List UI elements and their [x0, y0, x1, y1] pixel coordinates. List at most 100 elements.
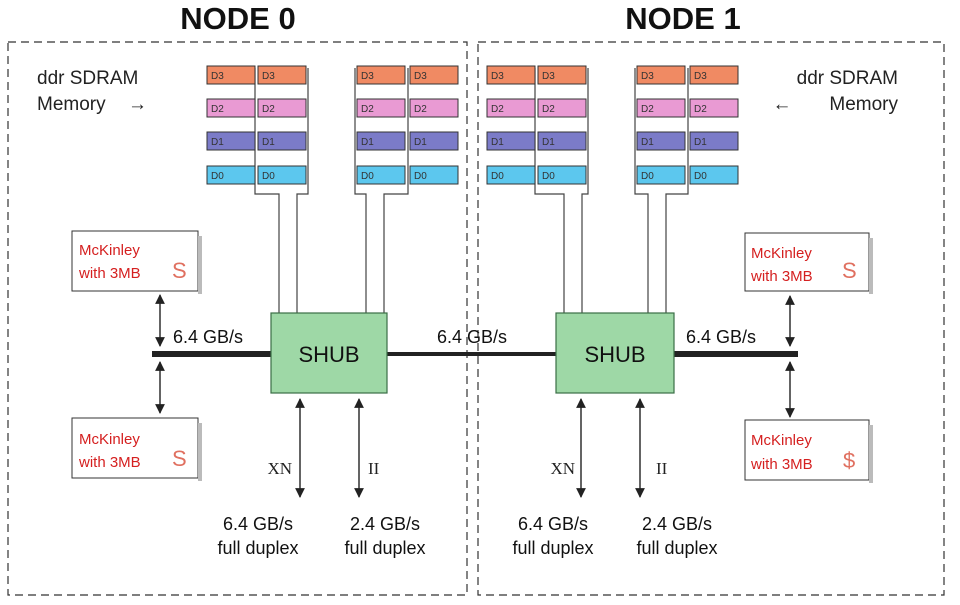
- node-1-dimm-2-d2-label: D2: [641, 104, 654, 115]
- node-0-dimm-3-d2: [409, 98, 459, 118]
- node-0-cpu-0-cache-symbol: S: [172, 258, 187, 283]
- node-0-dimm-2-d3: [356, 65, 406, 85]
- node-0-dimm-2-d2: [356, 98, 406, 118]
- node-0-dimm-0-d0-label: D0: [211, 171, 224, 182]
- node-0-ii-port-mode: full duplex: [344, 538, 425, 558]
- node-1-dimm-2-d3: [636, 65, 686, 85]
- node-0-memory-label-line2: Memory: [37, 94, 106, 115]
- node-1-cpu-1-line2: with 3MB: [750, 456, 813, 473]
- node-1-dimm-1-d3: [537, 65, 587, 85]
- node-1-boundary: [477, 41, 945, 596]
- node-1-dimm-1-d1: [537, 131, 587, 151]
- node-1-ii-port-mode: full duplex: [636, 538, 717, 558]
- node-0-dimm-2-d1: [356, 131, 406, 151]
- node-1-dimm-2-d0: [636, 165, 686, 185]
- node-0-dimm-1-d3: [257, 65, 307, 85]
- node-1-dimm-0-d2: [486, 98, 536, 118]
- node-1-dimm-0-d2-label: D2: [491, 104, 504, 115]
- node-1-dimm-2-d1-label: D1: [641, 137, 654, 148]
- node-1-dimm-2-d1: [636, 131, 686, 151]
- node-0-dimm-2-d3-label: D3: [361, 71, 374, 82]
- node-0-dimm-2-d1-label: D1: [361, 137, 374, 148]
- node-1-dimm-0-d0: [486, 165, 536, 185]
- node-1-dimm-0-d0-label: D0: [491, 171, 504, 182]
- node-1-cpu-0-line1: McKinley: [751, 245, 812, 262]
- node-0-dimm-0-d2: [206, 98, 256, 118]
- node-0-dimm-3-d3: [409, 65, 459, 85]
- node-1-dimm-1-d2-label: D2: [542, 104, 555, 115]
- node-1-cpu-bus-bw: 6.4 GB/s: [686, 327, 756, 347]
- node-0-memory-bus: [254, 68, 409, 313]
- node-0-boundary: [7, 41, 468, 596]
- node-1-title: NODE 1: [625, 1, 740, 36]
- node-0-cpu-1-line1: McKinley: [79, 431, 140, 448]
- node-0-dimm-1-d2-label: D2: [262, 104, 275, 115]
- node-0-ii-port-name: II: [368, 459, 380, 478]
- node-0-cpu-1-cache-symbol: S: [172, 446, 187, 471]
- node-1-cpu-0-line2: with 3MB: [750, 268, 813, 285]
- node-1-cpu-0: McKinley with 3MB S: [744, 232, 873, 294]
- node-0-dimm-2-d0: [356, 165, 406, 185]
- node-1-shub: SHUB: [555, 312, 675, 394]
- node-0-xn-port-name: XN: [267, 459, 292, 478]
- node-0-cpu-0-line2: with 3MB: [78, 265, 141, 282]
- node-0-dimm-0-d0: [206, 165, 256, 185]
- node-1-dimm-0-d3: [486, 65, 536, 85]
- node-0-dimm-0-d1-label: D1: [211, 137, 224, 148]
- node-1-memory-bus: [534, 68, 689, 313]
- node-0-shub: SHUB: [270, 312, 388, 394]
- interconnect-bw: 6.4 GB/s: [437, 327, 507, 347]
- node-0-dimm-3-d0: [409, 165, 459, 185]
- node-1-dimm-2-d2: [636, 98, 686, 118]
- node-1-ii-port-bw: 2.4 GB/s: [642, 514, 712, 534]
- node-0-dimm-3-d0-label: D0: [414, 171, 427, 182]
- node-1-cpu-1-cache-symbol: $: [843, 448, 855, 473]
- node-1-dimm-1-d1-label: D1: [542, 137, 555, 148]
- node-1-cpu-1-line1: McKinley: [751, 432, 812, 449]
- node-1-cpu-0-cache-symbol: S: [842, 258, 857, 283]
- node-0-cpu-bus-bw: 6.4 GB/s: [173, 327, 243, 347]
- node-1-dimm-0-d1-label: D1: [491, 137, 504, 148]
- node-0-dimm-3-d2-label: D2: [414, 104, 427, 115]
- node-0-dimm-1-d1: [257, 131, 307, 151]
- node-0-dimm-1-d3-label: D3: [262, 71, 275, 82]
- node-0-dimm-0-d3-label: D3: [211, 71, 224, 82]
- node-0-cpu-0-line1: McKinley: [79, 242, 140, 259]
- node-1-memory-arrow: ←: [773, 94, 792, 115]
- node-1-ii-port-name: II: [656, 459, 668, 478]
- node-1-dimm-0-d1: [486, 131, 536, 151]
- node-0-memory-label-line1: ddr SDRAM: [37, 68, 138, 89]
- node-1-dimm-3-d0: [689, 165, 739, 185]
- node-1-cpu-1: McKinley with 3MB $: [744, 419, 873, 483]
- node-1-dimm-3-d3-label: D3: [694, 71, 707, 82]
- node-0-dimm-1-d1-label: D1: [262, 137, 275, 148]
- node-0-dimm-1-d2: [257, 98, 307, 118]
- node-1-dimm-3-d3: [689, 65, 739, 85]
- node-1-shub-label: SHUB: [584, 342, 645, 367]
- node-0-title: NODE 0: [180, 1, 295, 36]
- node-0-xn-port-mode: full duplex: [217, 538, 298, 558]
- node-1-xn-port-name: XN: [550, 459, 575, 478]
- node-0-dimm-0-d2-label: D2: [211, 104, 224, 115]
- node-1-dimm-1-d3-label: D3: [542, 71, 555, 82]
- node-0-dimm-1-d0-label: D0: [262, 171, 275, 182]
- node-0-shub-label: SHUB: [298, 342, 359, 367]
- node-0-dimm-0-d3: [206, 65, 256, 85]
- node-0-cpu-1-line2: with 3MB: [78, 454, 141, 471]
- node-0-ii-port-bw: 2.4 GB/s: [350, 514, 420, 534]
- node-0-dimm-0-d1: [206, 131, 256, 151]
- node-1-dimm-3-d1: [689, 131, 739, 151]
- node-0-memory-arrow: →: [128, 94, 147, 115]
- node-1-xn-port-bw: 6.4 GB/s: [518, 514, 588, 534]
- node-0-xn-port-bw: 6.4 GB/s: [223, 514, 293, 534]
- node-0-dimm-1-d0: [257, 165, 307, 185]
- node-1-dimm-2-d3-label: D3: [641, 71, 654, 82]
- node-1-dimm-3-d1-label: D1: [694, 137, 707, 148]
- node-1-dimm-1-d0: [537, 165, 587, 185]
- node-0-cpu-0: McKinley with 3MB S: [71, 230, 202, 294]
- node-0-dimm-2-d2-label: D2: [361, 104, 374, 115]
- node-1-dimm-3-d2-label: D2: [694, 104, 707, 115]
- node-0-dimm-3-d1: [409, 131, 459, 151]
